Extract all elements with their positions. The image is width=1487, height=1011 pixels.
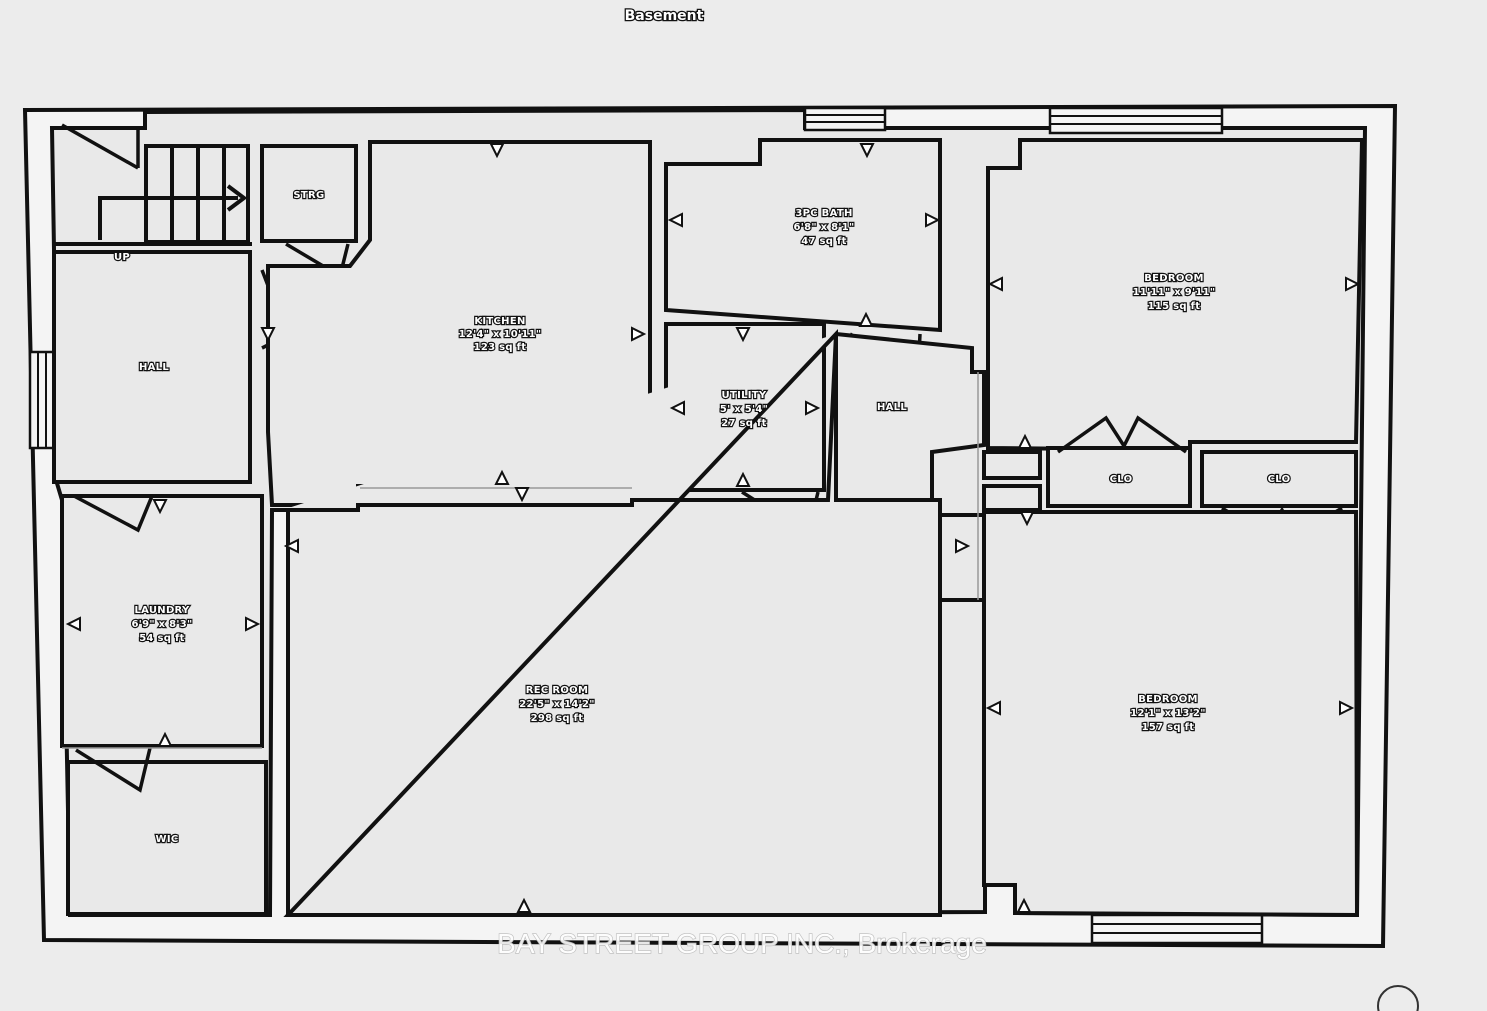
dimension-arrow-icon xyxy=(985,700,1001,716)
dimension-arrow-icon xyxy=(735,327,751,343)
window-top-bedroom xyxy=(1048,106,1224,135)
utility-dims: 5' x 5'4" xyxy=(720,404,768,415)
dimension-arrow-icon xyxy=(859,143,875,159)
closet-1 xyxy=(1046,446,1192,508)
bedroom-2-dims: 12'1" x 13'2" xyxy=(1130,708,1206,719)
dimension-arrow-icon xyxy=(65,616,81,632)
rec-room-name: REC ROOM xyxy=(526,685,588,696)
window-top-bath xyxy=(803,106,887,132)
wic-door xyxy=(75,747,152,793)
closet-2 xyxy=(1200,450,1358,508)
dimension-arrow-icon xyxy=(157,731,173,747)
dimension-arrow-icon xyxy=(858,311,874,327)
window-left-hall xyxy=(28,350,58,450)
dimension-arrow-icon xyxy=(805,400,821,416)
dimension-arrow-icon xyxy=(152,499,168,515)
dimension-arrow-icon xyxy=(1017,433,1033,449)
kitchen-dims: 12'4" x 10'11" xyxy=(459,329,542,340)
rec-room-dims: 22'5" x 14'2" xyxy=(519,699,595,710)
utility-name: UTILITY xyxy=(722,390,767,401)
dimension-arrow-icon xyxy=(245,616,261,632)
brokerage-watermark: BAY STREET GROUP INC., Brokerage xyxy=(497,928,987,959)
entry-door xyxy=(61,123,140,170)
storage-room xyxy=(260,144,358,243)
bedroom-2-name: BEDROOM xyxy=(1138,694,1198,705)
rec-room-area: 298 sq ft xyxy=(531,713,584,724)
bath-room xyxy=(664,138,942,333)
plan-title: Basement xyxy=(625,8,704,24)
compass-icon xyxy=(1377,985,1419,1011)
dimension-arrow-icon xyxy=(667,212,683,228)
hall-mid-label: HALL xyxy=(877,402,907,413)
laundry-dims: 6'9" x 8'3" xyxy=(131,619,192,630)
dimension-arrow-icon xyxy=(283,538,299,554)
dimension-arrow-icon xyxy=(516,897,532,913)
strg-label: STRG xyxy=(293,190,324,201)
bath-area: 47 sq ft xyxy=(801,236,847,247)
laundry-area: 54 sq ft xyxy=(139,633,185,644)
closet-small-b xyxy=(982,484,1042,512)
rec-room xyxy=(282,328,942,917)
dimension-arrow-icon xyxy=(925,212,941,228)
kitchen-name: KITCHEN xyxy=(474,316,525,327)
dimension-arrow-icon xyxy=(735,471,751,487)
kitchen-area: 123 sq ft xyxy=(474,342,527,353)
closet-small-a xyxy=(982,450,1042,480)
closet-2-label: CLO xyxy=(1268,474,1291,485)
dimension-arrow-icon xyxy=(669,400,685,416)
dimension-arrow-icon xyxy=(955,538,971,554)
bedroom-2-area: 157 sq ft xyxy=(1142,722,1195,733)
wic-room xyxy=(66,760,268,916)
dimension-arrow-icon xyxy=(1339,700,1355,716)
dimension-arrow-icon xyxy=(489,143,505,159)
closet-1-label: CLO xyxy=(1110,474,1133,485)
window-bottom-bedroom xyxy=(1090,913,1264,945)
bath-name: 3PC BATH xyxy=(795,208,852,219)
dimension-arrow-icon xyxy=(514,487,530,503)
dimension-arrow-icon xyxy=(1345,276,1361,292)
utility-area: 27 sq ft xyxy=(721,418,767,429)
bedroom-1-area: 115 sq ft xyxy=(1148,301,1201,312)
bedroom-1-dims: 11'11" x 9'11" xyxy=(1133,287,1216,298)
laundry-name: LAUNDRY xyxy=(134,605,190,616)
laundry-door xyxy=(73,494,154,533)
bath-dims: 6'8" x 8'1" xyxy=(793,222,854,233)
closet-1-door xyxy=(1056,415,1188,454)
hall-left-room xyxy=(52,250,252,484)
hall-left-label: HALL xyxy=(139,362,169,373)
dimension-arrow-icon xyxy=(1016,897,1032,913)
dimension-arrow-icon xyxy=(260,327,276,343)
wic-label: WIC xyxy=(156,834,179,845)
dimension-arrow-icon xyxy=(1019,511,1035,527)
staircase xyxy=(52,144,252,246)
dimension-arrow-icon xyxy=(631,326,647,342)
dimension-arrow-icon xyxy=(494,469,510,485)
dimension-markers xyxy=(65,143,1361,913)
up-label: UP xyxy=(114,252,130,263)
bedroom-1-name: BEDROOM xyxy=(1144,273,1204,284)
dimension-arrow-icon xyxy=(987,276,1003,292)
bedroom-2-room xyxy=(982,510,1360,918)
